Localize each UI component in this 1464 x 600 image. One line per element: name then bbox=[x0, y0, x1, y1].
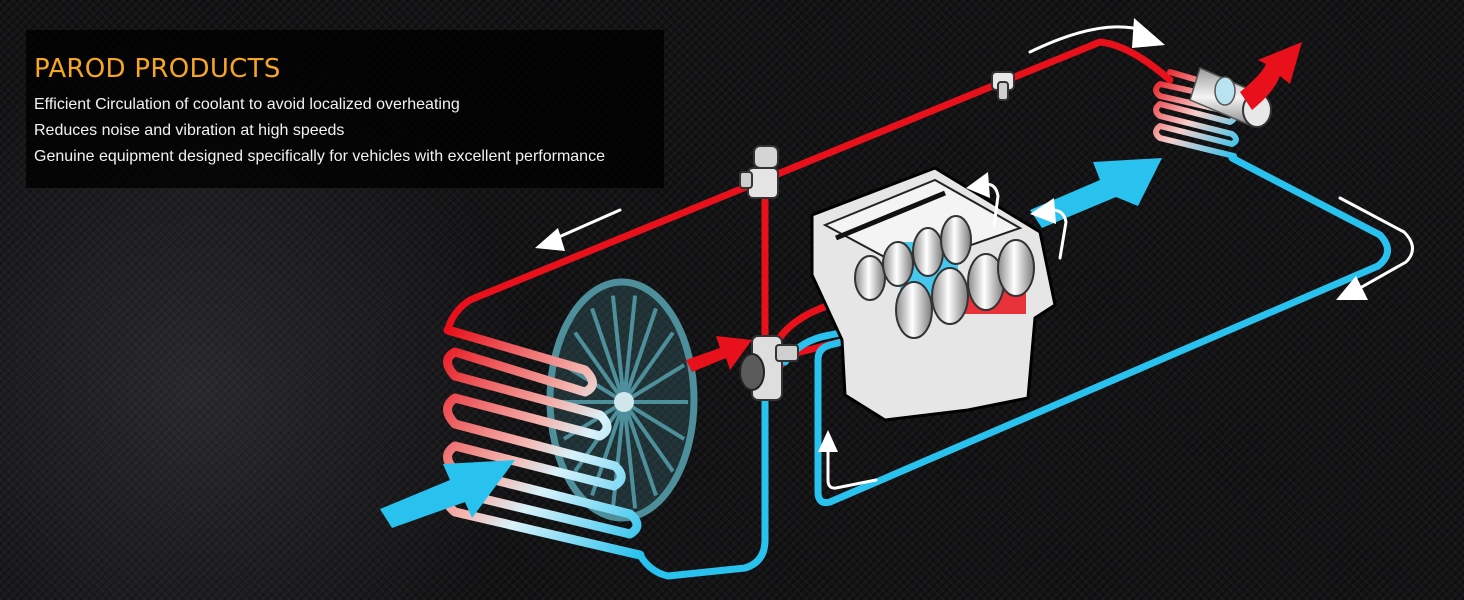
water-pump-outlet bbox=[775, 344, 799, 362]
info-panel: PAROD PRODUCTS Efficient Circulation of … bbox=[26, 30, 664, 188]
fan-blade bbox=[573, 331, 626, 404]
thermostat-neck bbox=[739, 171, 753, 189]
radiator-coil bbox=[443, 325, 645, 560]
fan-blade bbox=[622, 400, 686, 441]
hose-fitting-icon bbox=[991, 71, 1015, 101]
heater-core-icon bbox=[1153, 66, 1272, 159]
fan-blade bbox=[622, 331, 675, 404]
bottom-return-arrow bbox=[826, 446, 878, 490]
fan-blade bbox=[622, 295, 638, 403]
cold-air-inflow-arrow bbox=[380, 460, 515, 528]
fan-blade bbox=[622, 363, 686, 404]
fan-blade bbox=[610, 401, 626, 509]
feature-item: Genuine equipment designed specifically … bbox=[34, 148, 605, 165]
fan-hub bbox=[614, 392, 634, 412]
thermostat-cap bbox=[753, 145, 779, 169]
heater-drum-inner bbox=[1214, 76, 1236, 106]
engine-cylinder bbox=[940, 215, 972, 265]
feature-item: Efficient Circulation of coolant to avoi… bbox=[34, 96, 460, 113]
water-pump-pulley bbox=[739, 353, 765, 391]
water-pump-icon bbox=[739, 335, 799, 401]
fan-blade bbox=[610, 295, 626, 403]
engine-top-deck bbox=[822, 178, 1023, 270]
cold-flow-to-heater-arrow bbox=[1030, 158, 1162, 228]
hot-hose-top-line bbox=[444, 38, 1174, 334]
fan-blade bbox=[622, 400, 675, 473]
engine-block-icon bbox=[810, 166, 1057, 422]
right-loop-arrow-head bbox=[1336, 276, 1368, 300]
bottom-return-arrow-head bbox=[818, 430, 838, 452]
right-loop-arrow bbox=[1338, 196, 1414, 290]
engine-right-arrow-head bbox=[1030, 198, 1056, 224]
engine-cylinder bbox=[854, 255, 886, 301]
top-flow-arrow bbox=[1028, 25, 1144, 54]
flow-arrows-colored bbox=[380, 42, 1302, 528]
thermostat-icon bbox=[739, 145, 779, 199]
cold-hose-return-line bbox=[814, 154, 1391, 506]
fan-blade bbox=[622, 401, 638, 509]
engine-cylinder bbox=[997, 239, 1035, 297]
radiator-icon bbox=[443, 325, 645, 560]
hot-flow-to-engine-arrow bbox=[686, 336, 752, 372]
engine-deck-line bbox=[835, 190, 946, 241]
engine-cylinder bbox=[931, 267, 969, 325]
engine-upper-arrow-head bbox=[966, 172, 990, 198]
feature-item: Reduces noise and vibration at high spee… bbox=[34, 122, 345, 139]
info-title: PAROD PRODUCTS bbox=[34, 54, 281, 84]
flow-direction-arrows bbox=[535, 18, 1414, 490]
engine-cylinder bbox=[912, 227, 944, 277]
left-flow-arrow bbox=[550, 208, 622, 242]
top-flow-arrow-head bbox=[1132, 18, 1165, 48]
engine-cylinders bbox=[854, 215, 1035, 339]
left-flow-arrow-head bbox=[535, 228, 565, 251]
hot-air-outflow-arrow bbox=[1240, 42, 1302, 110]
cold-hose-pump-line bbox=[636, 388, 769, 580]
engine-cylinder bbox=[882, 241, 914, 287]
hose-fitting-stem bbox=[997, 81, 1009, 101]
fan-blade bbox=[622, 401, 658, 497]
engine-cylinder bbox=[895, 281, 933, 339]
fan-blade bbox=[590, 307, 626, 403]
fan-blade bbox=[622, 307, 658, 403]
